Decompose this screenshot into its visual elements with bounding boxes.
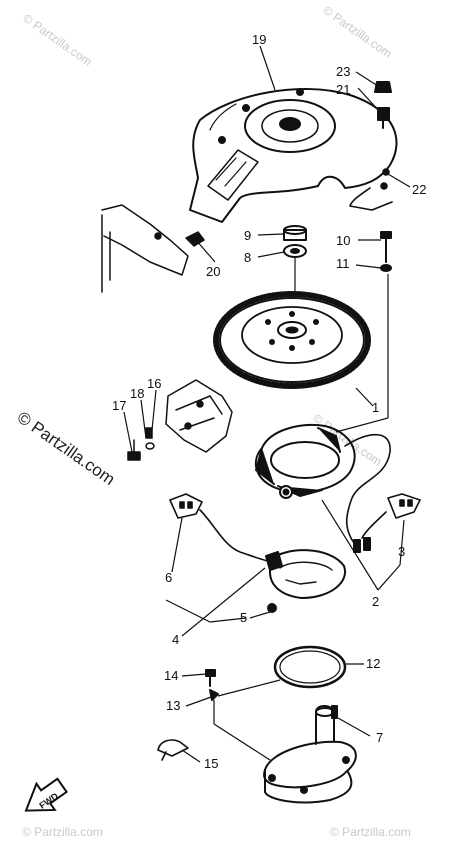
callout-3: 3	[398, 544, 405, 559]
watermark-main: © Partzilla.com	[14, 408, 119, 489]
callout-9: 9	[244, 228, 251, 243]
watermark-faint: © Partzilla.com	[330, 825, 411, 839]
callout-16: 16	[147, 376, 161, 391]
callout-17: 17	[112, 398, 126, 413]
o-ring	[273, 645, 347, 689]
watermark-faint: © Partzilla.com	[310, 411, 384, 469]
long-bolt	[380, 231, 392, 272]
callout-1: 1	[372, 400, 379, 415]
flywheel-washer	[283, 244, 307, 258]
callout-4: 4	[172, 632, 179, 647]
callout-14: 14	[164, 668, 178, 683]
flywheel-nut	[283, 225, 307, 241]
callout-13: 13	[166, 698, 180, 713]
engine-bracket	[101, 204, 205, 293]
callout-19: 19	[252, 32, 266, 47]
watermark-faint: © Partzilla.com	[22, 825, 103, 839]
callout-labels: 1 2 3 4 5 6 7 8 9 10 11 12 13 14 15 16 1…	[112, 32, 426, 771]
faint-watermarks: © Partzilla.com © Partzilla.com © Partzi…	[20, 3, 411, 839]
flywheel-cover	[189, 88, 398, 223]
leader-lines	[123, 45, 411, 763]
bearing-housing	[263, 705, 357, 804]
callout-5: 5	[240, 610, 247, 625]
callout-11: 11	[336, 256, 350, 271]
stator-coil	[254, 424, 391, 553]
ignition-bracket	[127, 379, 233, 461]
callout-10: 10	[336, 233, 350, 248]
stator-connector	[361, 493, 421, 539]
callout-18: 18	[130, 386, 144, 401]
pulser-coil	[265, 549, 347, 613]
cover-bolt	[374, 81, 392, 129]
cable-clamp	[157, 739, 189, 761]
callout-15: 15	[204, 756, 218, 771]
callout-20: 20	[206, 264, 220, 279]
callout-22: 22	[412, 182, 426, 197]
callout-23: 23	[336, 64, 350, 79]
callout-7: 7	[376, 730, 383, 745]
callout-8: 8	[244, 250, 251, 265]
watermark-faint: © Partzilla.com	[20, 11, 94, 69]
callout-6: 6	[165, 570, 172, 585]
callout-21: 21	[336, 82, 350, 97]
flywheel	[213, 291, 371, 389]
callout-12: 12	[366, 656, 380, 671]
pulser-connector	[169, 493, 273, 563]
watermark-faint: © Partzilla.com	[320, 3, 394, 61]
small-screws	[205, 669, 219, 701]
fwd-arrow: FWD	[24, 777, 69, 812]
callout-2: 2	[372, 594, 379, 609]
cover-bracket	[349, 168, 393, 211]
